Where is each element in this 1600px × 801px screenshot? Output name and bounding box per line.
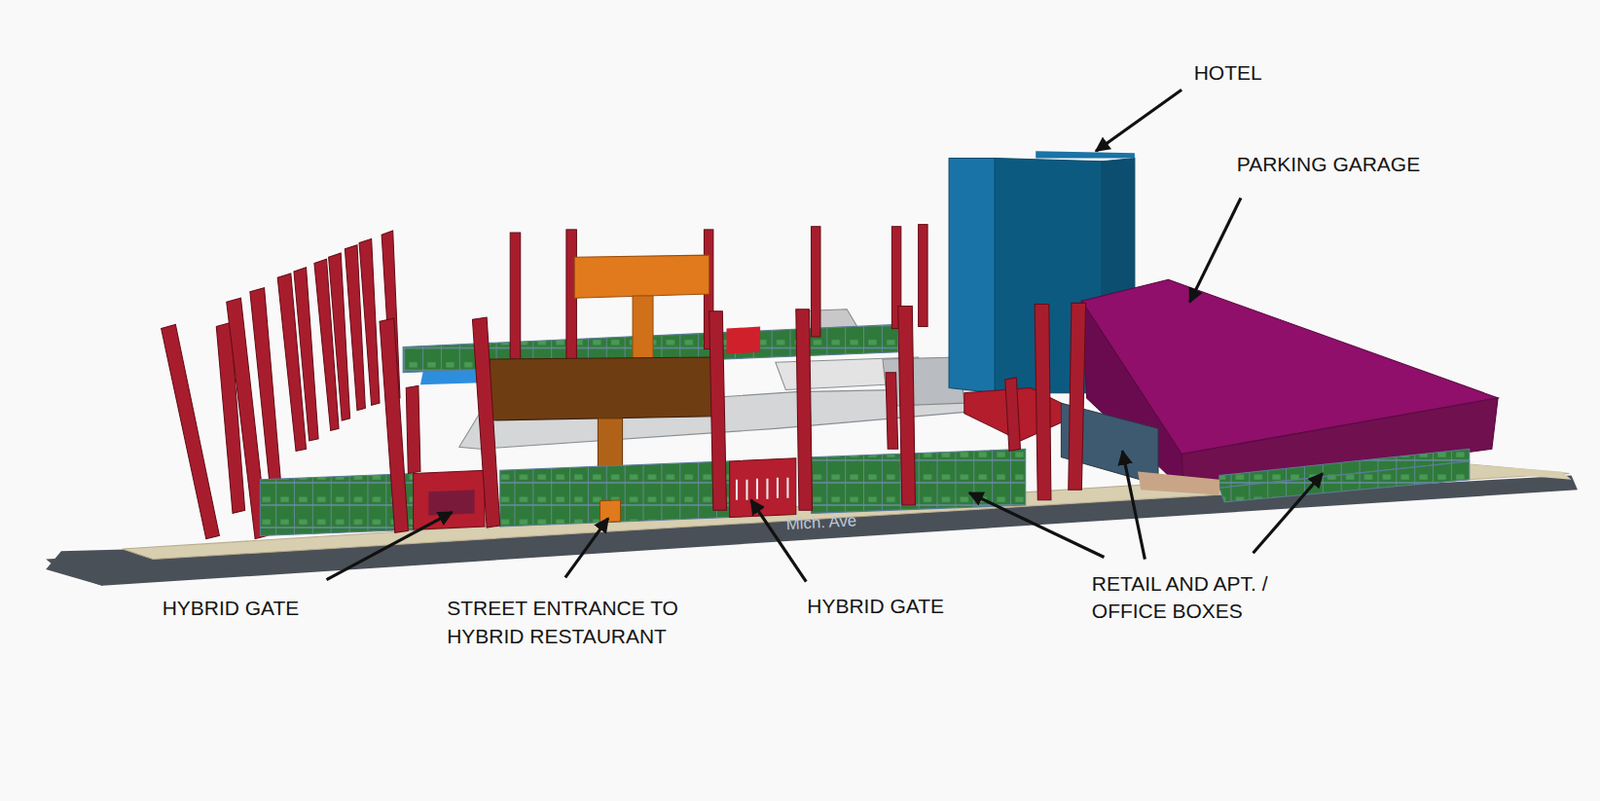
callout-label: PARKING GARAGE [1236, 150, 1483, 179]
callout-label: STREET ENTRANCE TO HYBRID RESTAURANT [446, 594, 728, 651]
callout-label: HOTEL [1194, 59, 1399, 87]
callout-label: HYBRID GATE [162, 594, 367, 622]
callout-label: RETAIL AND APT. / OFFICE BOXES [1091, 570, 1338, 626]
callout-label: HYBRID GATE [806, 592, 1012, 620]
